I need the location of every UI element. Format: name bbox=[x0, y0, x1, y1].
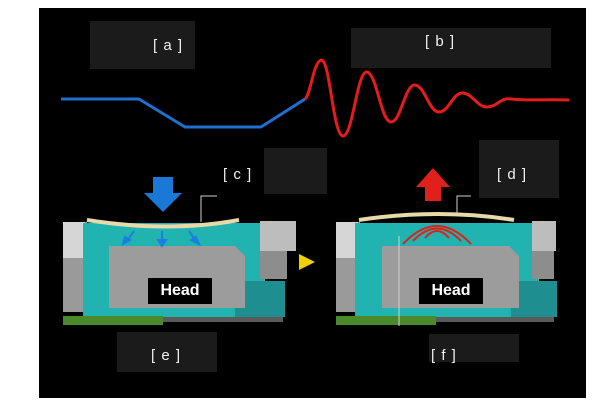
left-base-strip bbox=[163, 317, 283, 322]
label-box-b bbox=[351, 28, 551, 68]
diagram-graphics bbox=[61, 58, 570, 326]
label-box-f bbox=[429, 334, 519, 362]
transition-arrow bbox=[299, 254, 315, 270]
press-waveform bbox=[61, 97, 306, 129]
label-f: [ f ] bbox=[431, 347, 457, 364]
left-pcb bbox=[63, 316, 163, 325]
label-box-e bbox=[117, 332, 217, 372]
label-c: [ c ] bbox=[223, 166, 253, 183]
left-diaphragm bbox=[86, 218, 240, 229]
left-top-frame bbox=[63, 222, 85, 258]
right-base-strip bbox=[436, 317, 554, 322]
label-d: [ d ] bbox=[497, 166, 528, 183]
left-leader-line bbox=[200, 195, 217, 222]
head-label-right: Head bbox=[419, 278, 483, 304]
left-right-block bbox=[260, 251, 287, 279]
left-right-frame bbox=[260, 221, 296, 251]
head-label-left: Head bbox=[148, 278, 212, 304]
vibration-waveform bbox=[303, 58, 570, 138]
right-assembly bbox=[336, 168, 557, 326]
vibration-arcs bbox=[402, 225, 472, 245]
label-box-c bbox=[264, 148, 327, 194]
diagram-canvas: Head Head [ a ] [ b ] [ c ] [ d ] [ e ] … bbox=[39, 8, 586, 398]
right-diaphragm bbox=[358, 212, 515, 222]
release-arrow bbox=[416, 168, 450, 201]
right-leader-line-top bbox=[456, 195, 471, 214]
label-box-d bbox=[479, 140, 559, 198]
pressure-arrows bbox=[121, 230, 201, 248]
label-box-a bbox=[90, 21, 195, 69]
right-top-frame bbox=[336, 222, 358, 258]
press-arrow bbox=[144, 177, 182, 212]
right-right-frame bbox=[532, 221, 556, 251]
right-pcb bbox=[336, 316, 436, 325]
label-a: [ a ] bbox=[153, 37, 184, 54]
right-gray-head bbox=[382, 246, 519, 308]
left-assembly bbox=[63, 177, 296, 325]
label-b: [ b ] bbox=[425, 33, 456, 50]
label-e: [ e ] bbox=[151, 347, 182, 364]
right-right-block bbox=[532, 251, 554, 279]
